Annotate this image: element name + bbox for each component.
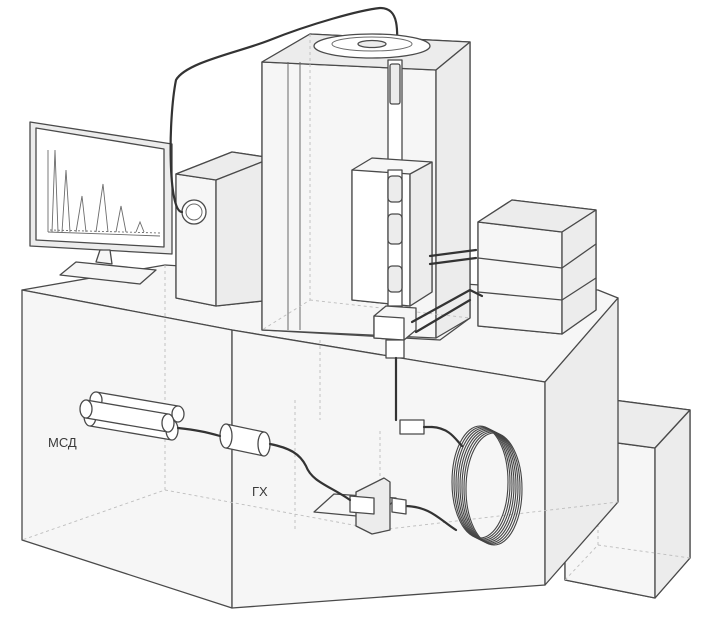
column-coil (451, 425, 523, 546)
monitor (29, 121, 173, 285)
spectrum-baseline (47, 231, 161, 237)
stacked-block (477, 199, 597, 335)
quadrupole-rods (79, 391, 185, 441)
connector-lines (428, 248, 478, 266)
gc-cylinder (219, 423, 271, 457)
detector-bracket (313, 477, 407, 535)
column-tower (261, 33, 471, 359)
msd-gc-line (176, 426, 222, 438)
label-gc: ГХ (252, 484, 268, 499)
cable (169, 6, 399, 214)
injector (399, 419, 425, 435)
gc-detector-line (268, 442, 352, 502)
label-msd: МСД (48, 435, 77, 450)
interface-box (175, 151, 273, 307)
